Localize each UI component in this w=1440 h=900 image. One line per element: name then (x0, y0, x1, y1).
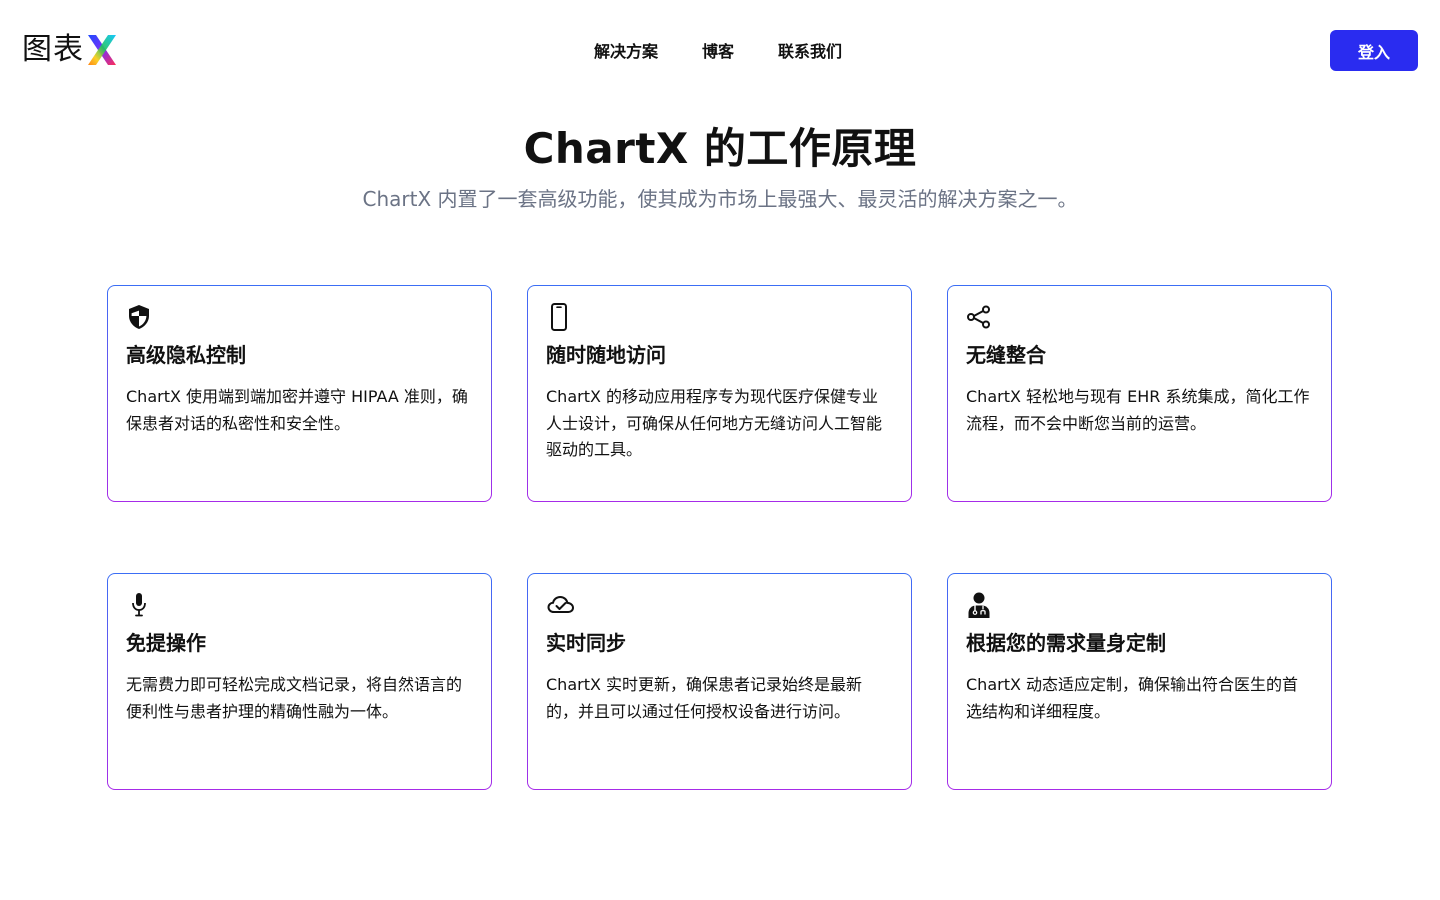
feature-description: ChartX 使用端到端加密并遵守 HIPAA 准则，确保患者对话的私密性和安全… (126, 387, 468, 433)
page-title: ChartX 的工作原理 (523, 124, 917, 173)
nav-item-solutions[interactable]: 解决方案 (594, 42, 659, 61)
feature-title: 免提操作 (126, 631, 206, 655)
feature-title: 根据您的需求量身定制 (966, 631, 1166, 655)
smartphone-icon (546, 302, 572, 332)
feature-description: 无需费力即可轻松完成文档记录，将自然语言的便利性与患者护理的精确性融为一体。 (126, 675, 463, 721)
feature-title: 随时随地访问 (546, 343, 666, 367)
feature-card-integration[interactable]: 无缝整合 ChartX 轻松地与现有 EHR 系统集成，简化工作流程，而不会中断… (947, 285, 1332, 502)
nav-item-blog[interactable]: 博客 (702, 42, 735, 61)
feature-card-access[interactable]: 随时随地访问 ChartX 的移动应用程序专为现代医疗保健专业人士设计，可确保从… (527, 285, 912, 502)
microphone-icon (126, 590, 152, 620)
nav-item-contact[interactable]: 联系我们 (778, 42, 843, 61)
feature-description: ChartX 动态适应定制，确保输出符合医生的首选结构和详细程度。 (966, 675, 1299, 721)
feature-description: ChartX 实时更新，确保患者记录始终是最新的，并且可以通过任何授权设备进行访… (546, 675, 863, 721)
shield-icon (126, 302, 152, 332)
login-button[interactable]: 登入 (1330, 30, 1418, 71)
logo-x-mark-icon (88, 35, 116, 65)
page-subtitle: ChartX 内置了一套高级功能，使其成为市场上最强大、最灵活的解决方案之一。 (362, 187, 1078, 211)
doctor-icon (966, 590, 992, 620)
feature-description: ChartX 的移动应用程序专为现代医疗保健专业人士设计，可确保从任何地方无缝访… (546, 387, 883, 459)
features-grid: 高级隐私控制 ChartX 使用端到端加密并遵守 HIPAA 准则，确保患者对话… (107, 285, 1333, 790)
cloud-check-icon (546, 590, 575, 620)
site-header: 图表 解决方案 博客 联系我们 登入 (0, 0, 1440, 100)
feature-title: 高级隐私控制 (126, 343, 246, 367)
feature-title: 实时同步 (546, 631, 626, 655)
logo[interactable]: 图表 (22, 28, 118, 72)
feature-card-sync[interactable]: 实时同步 ChartX 实时更新，确保患者记录始终是最新的，并且可以通过任何授权… (527, 573, 912, 790)
feature-card-customization[interactable]: 根据您的需求量身定制 ChartX 动态适应定制，确保输出符合医生的首选结构和详… (947, 573, 1332, 790)
feature-title: 无缝整合 (966, 343, 1046, 367)
logo-text: 图表 (22, 32, 84, 67)
feature-card-privacy[interactable]: 高级隐私控制 ChartX 使用端到端加密并遵守 HIPAA 准则，确保患者对话… (107, 285, 492, 502)
main-nav: 解决方案 博客 联系我们 (594, 36, 842, 64)
feature-card-hands-free[interactable]: 免提操作 无需费力即可轻松完成文档记录，将自然语言的便利性与患者护理的精确性融为… (107, 573, 492, 790)
feature-description: ChartX 轻松地与现有 EHR 系统集成，简化工作流程，而不会中断您当前的运… (966, 387, 1310, 433)
share-nodes-icon (966, 302, 992, 332)
